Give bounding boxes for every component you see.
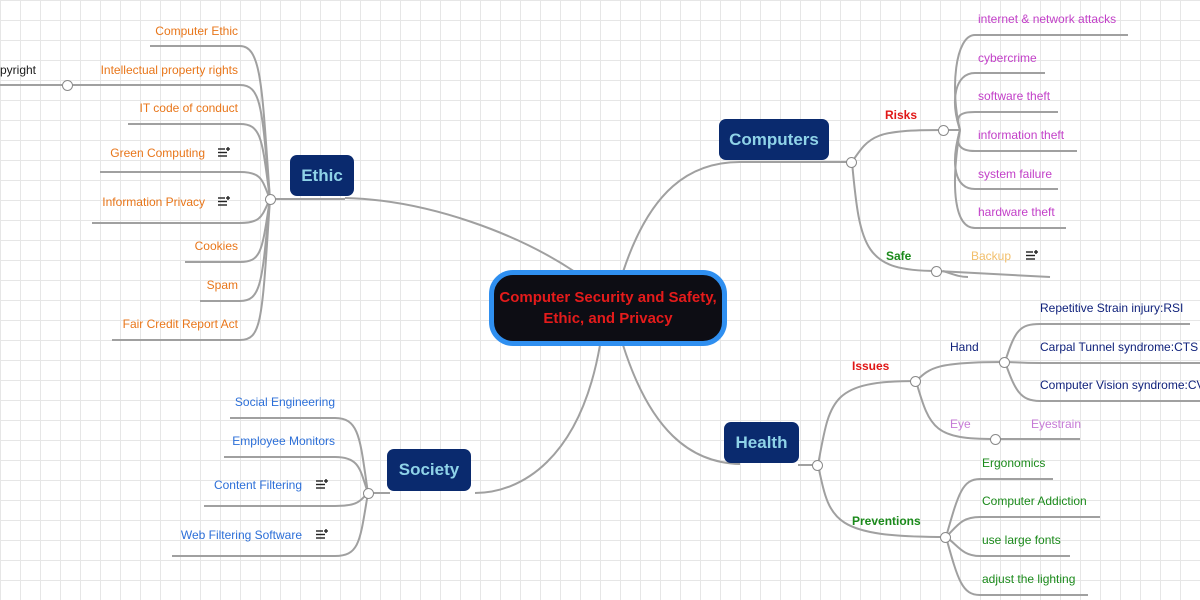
collapse-circle-icon[interactable] [62,80,73,91]
collapse-circle-icon[interactable] [846,157,857,168]
root-topic[interactable]: Computer Security and Safety, Ethic, and… [489,270,727,346]
collapse-circle-icon[interactable] [265,194,276,205]
collapse-circle-icon[interactable] [938,125,949,136]
collapse-circle-icon[interactable] [931,266,942,277]
hand-item[interactable]: Computer Vision syndrome:CV [1040,378,1200,392]
risk-item[interactable]: system failure [978,167,1053,181]
ethic-item[interactable]: Green Computing [110,146,205,160]
topic-society-label: Society [398,460,460,479]
note-icon[interactable] [316,479,329,490]
collapse-circle-icon[interactable] [812,460,823,471]
ethic-item[interactable]: Intellectual property rights [100,63,238,77]
safe-item[interactable]: Backup [971,249,1012,263]
society-item[interactable]: Web Filtering Software [180,528,302,542]
ethic-item[interactable]: Fair Credit Report Act [122,317,238,331]
ethic-subitem[interactable]: pyright [0,63,37,77]
risk-item[interactable]: internet & network attacks [978,12,1117,26]
note-icon[interactable] [1026,250,1039,261]
topic-ethic[interactable]: Ethic [290,155,354,196]
topic-health[interactable]: Health [724,422,799,463]
note-icon[interactable] [218,147,231,158]
society-item[interactable]: Employee Monitors [232,434,335,448]
risk-item[interactable]: hardware theft [978,205,1055,219]
topic-ethic-label: Ethic [301,165,343,185]
safe-label[interactable]: Safe [886,249,912,263]
hand-item[interactable]: Carpal Tunnel syndrome:CTS [1040,340,1199,354]
topic-computers[interactable]: Computers [719,119,829,160]
collapse-circle-icon[interactable] [999,357,1010,368]
hand-item[interactable]: Repetitive Strain injury:RSI [1040,301,1184,315]
collapse-circle-icon[interactable] [910,376,921,387]
society-item[interactable]: Social Engineering [234,395,335,409]
hand-label[interactable]: Hand [950,340,979,354]
society-item[interactable]: Content Filtering [213,478,302,492]
root-title: Computer Security and Safety, Ethic, and… [499,289,717,327]
risk-item[interactable]: information theft [978,128,1065,142]
note-icon[interactable] [218,196,231,207]
ethic-item[interactable]: Spam [206,278,238,292]
prevention-item[interactable]: Ergonomics [982,456,1046,470]
ethic-item[interactable]: Information Privacy [102,195,205,209]
risks-label[interactable]: Risks [885,108,918,122]
eye-label[interactable]: Eye [950,417,971,431]
topic-society[interactable]: Society [387,449,471,491]
collapse-circle-icon[interactable] [990,434,1001,445]
prevention-item[interactable]: use large fonts [982,533,1061,547]
ethic-item[interactable]: Computer Ethic [155,24,238,38]
preventions-label[interactable]: Preventions [852,514,921,528]
risk-item[interactable]: cybercrime [978,51,1037,65]
prevention-item[interactable]: adjust the lighting [982,572,1076,586]
ethic-item[interactable]: IT code of conduct [139,101,238,115]
prevention-item[interactable]: Computer Addiction [982,494,1087,508]
topic-health-label: Health [735,432,788,452]
topic-computers-label: Computers [729,129,819,149]
note-icon[interactable] [316,529,329,540]
risk-item[interactable]: software theft [978,89,1051,103]
collapse-circle-icon[interactable] [940,532,951,543]
collapse-circle-icon[interactable] [363,488,374,499]
eye-item[interactable]: Eyestrain [1031,417,1082,431]
issues-label[interactable]: Issues [852,359,890,373]
ethic-item[interactable]: Cookies [194,239,238,253]
